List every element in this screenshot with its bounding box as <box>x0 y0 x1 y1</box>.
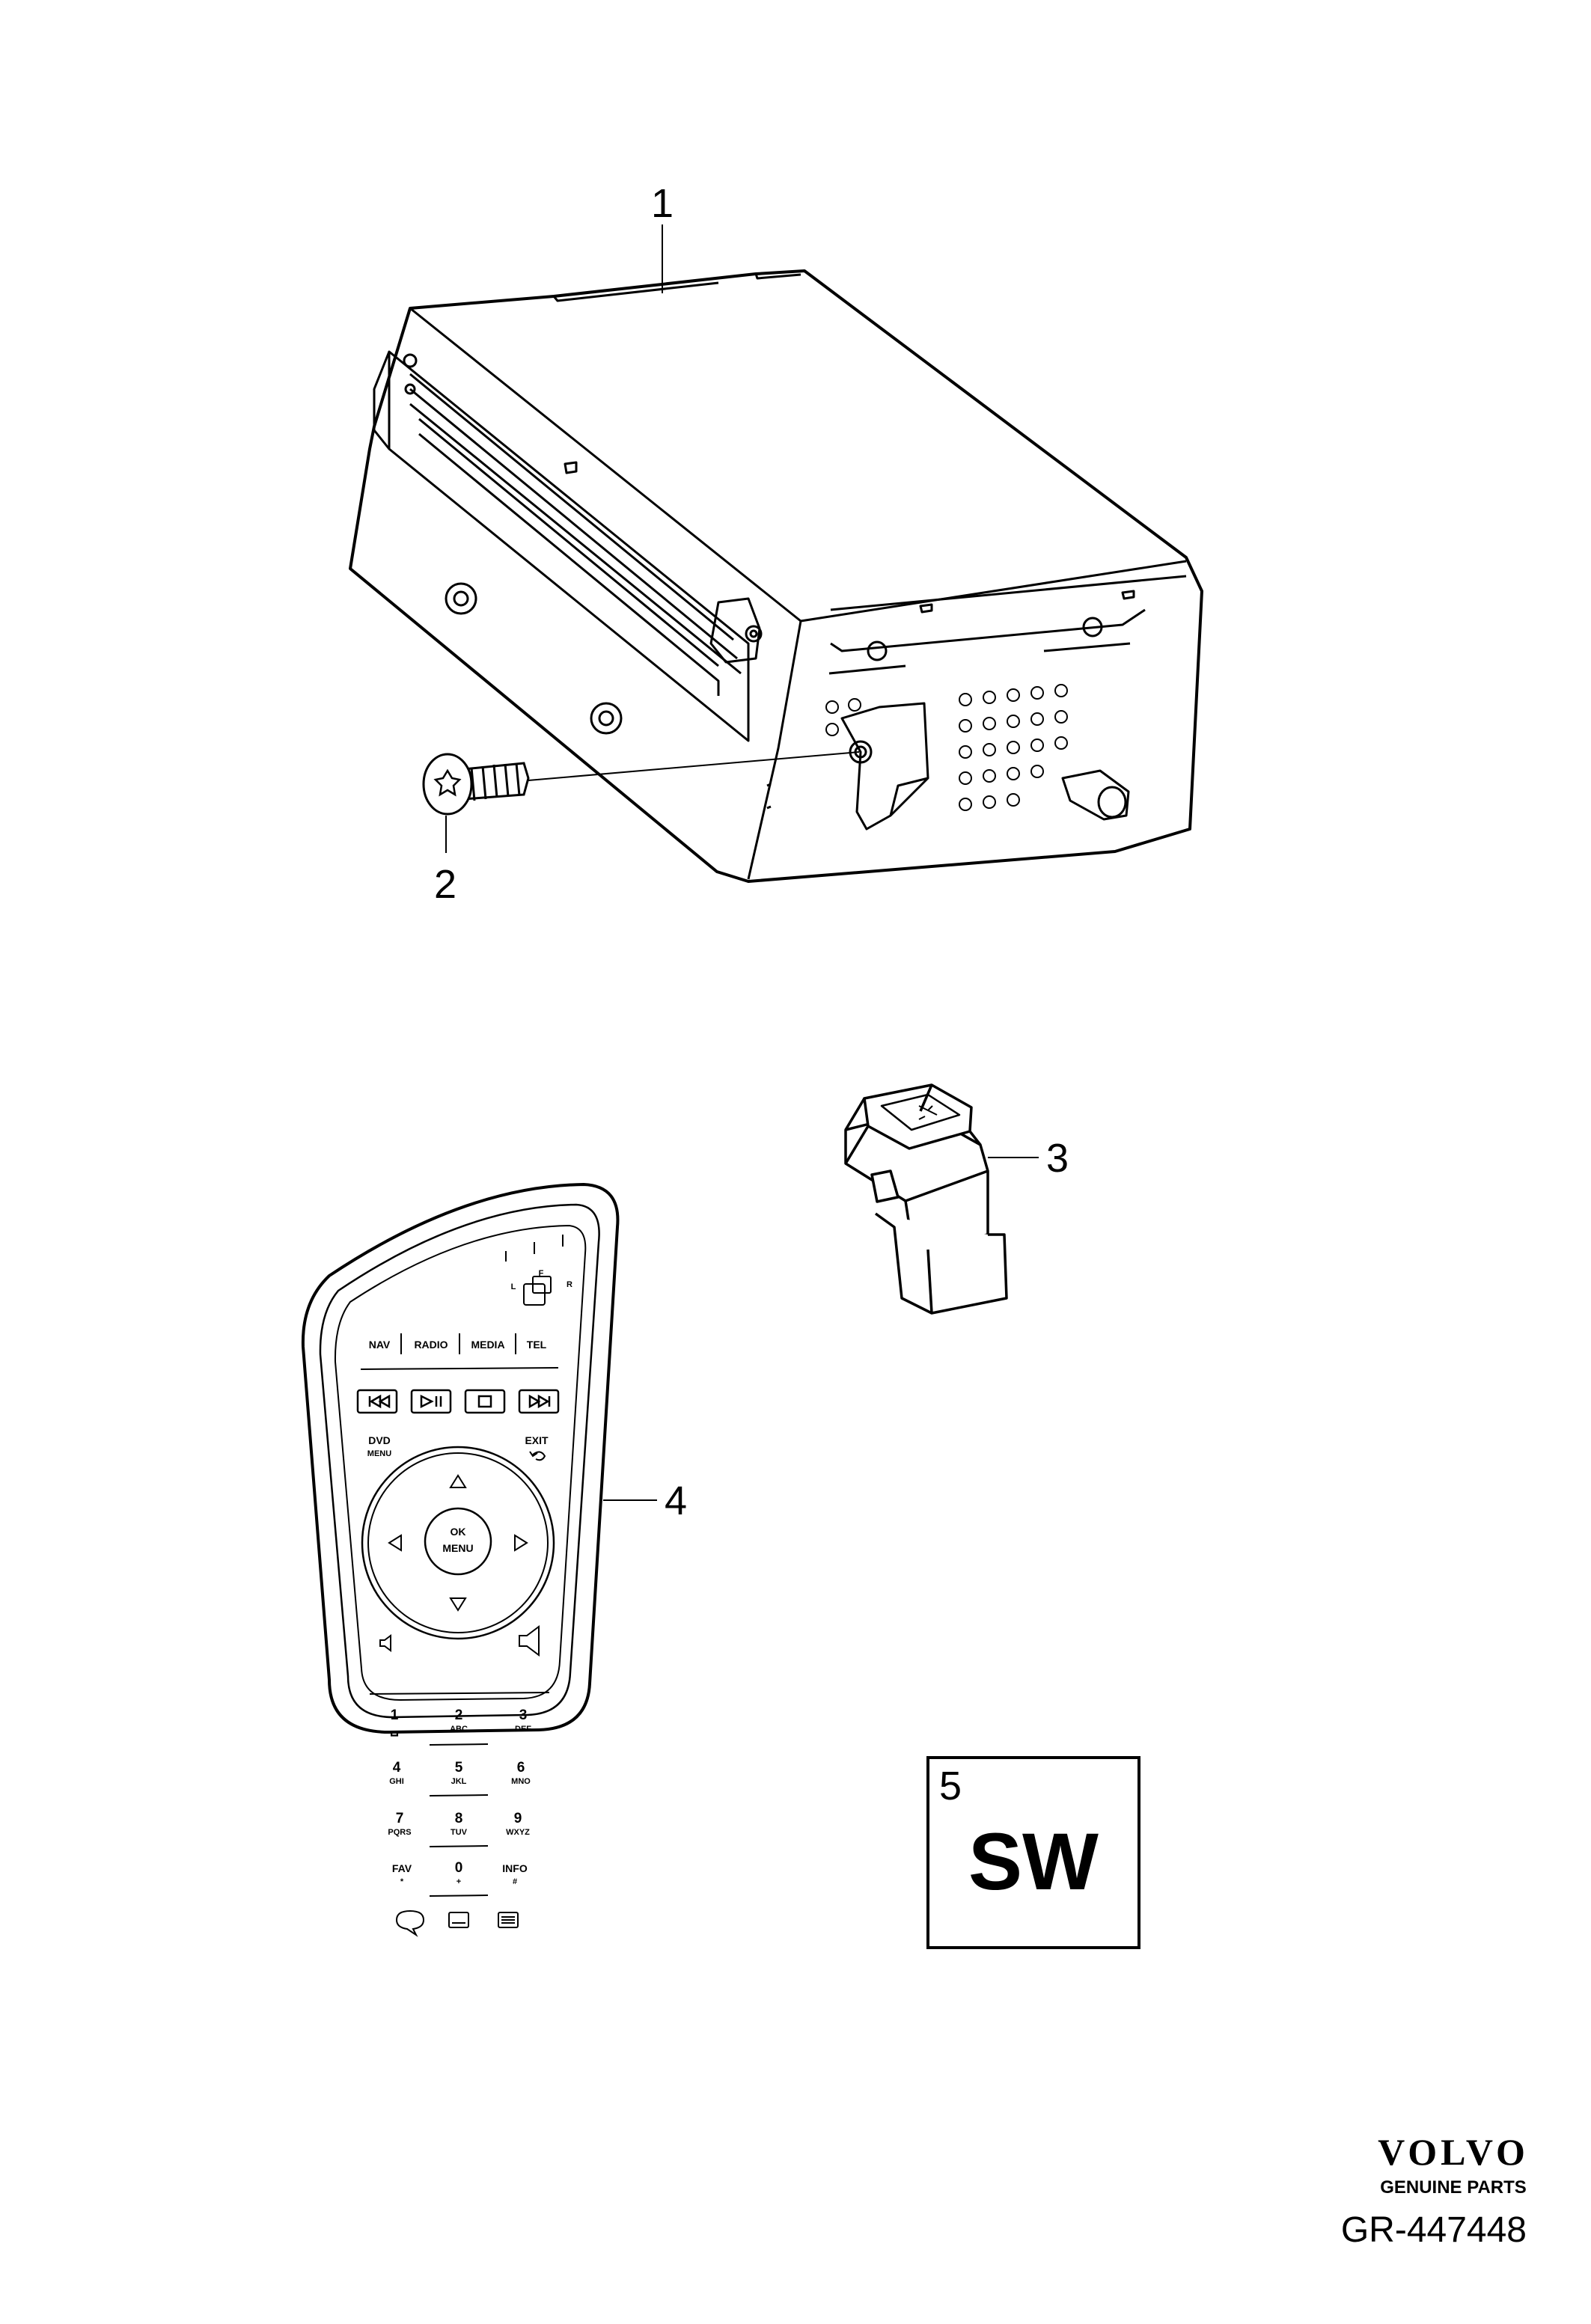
key-2-sub: ABC <box>450 1725 468 1734</box>
remote-keypad-divider <box>369 1692 550 1695</box>
remote-keypad-face <box>334 1224 587 1701</box>
arrow-right-icon <box>514 1534 528 1552</box>
next-track-button[interactable] <box>518 1389 560 1414</box>
back-arrow-icon <box>529 1451 546 1461</box>
mode-button-nav[interactable]: NAV <box>369 1339 391 1351</box>
callout-3: 3 <box>1046 1136 1069 1181</box>
key-3[interactable]: 3 <box>519 1707 528 1723</box>
arrow-up-icon <box>449 1474 467 1488</box>
key-8[interactable]: 8 <box>455 1811 463 1826</box>
key-1[interactable]: 1 <box>391 1707 399 1723</box>
screw-part-2 <box>422 753 530 816</box>
play-pause-button[interactable] <box>410 1389 452 1414</box>
callout-2: 2 <box>434 862 456 907</box>
remote-label-right: R <box>567 1280 572 1289</box>
next-icon <box>528 1394 551 1409</box>
software-label: SW <box>968 1816 1099 1906</box>
callout-4: 4 <box>665 1479 687 1523</box>
key-5-sub: JKL <box>451 1777 467 1786</box>
key-0-sub: + <box>456 1877 461 1886</box>
ok-label: OK <box>451 1526 466 1538</box>
exit-button[interactable]: EXIT <box>525 1434 549 1446</box>
mode-button-media[interactable]: MEDIA <box>471 1339 504 1351</box>
mode-button-row: NAV RADIO MEDIA TEL <box>369 1333 547 1354</box>
key-1-sub: ␣ <box>390 1721 399 1737</box>
software-box-part-5: 5 SW <box>926 1756 1140 1949</box>
previous-track-button[interactable] <box>356 1389 398 1414</box>
key-4[interactable]: 4 <box>393 1760 401 1776</box>
key-7-sub: PQRS <box>388 1828 411 1837</box>
voice-control-button[interactable] <box>395 1909 425 1937</box>
ok-menu-label: MENU <box>442 1542 473 1554</box>
previous-icon <box>368 1394 391 1409</box>
genuine-parts-text: GENUINE PARTS <box>1380 2177 1527 2198</box>
speaker-large-icon <box>519 1625 540 1657</box>
speaker-small-icon <box>379 1634 391 1652</box>
key-info[interactable]: INFO <box>502 1862 528 1874</box>
remote-inner-bezel <box>319 1203 600 1719</box>
ok-menu-button <box>424 1507 492 1576</box>
transport-button-row <box>356 1389 560 1414</box>
key-fav-sub: * <box>400 1877 404 1886</box>
callout-1: 1 <box>651 181 674 226</box>
orientation-icon <box>523 1276 552 1306</box>
key-6-sub: MNO <box>511 1777 531 1786</box>
key-4-sub: GHI <box>389 1777 404 1786</box>
stop-button[interactable] <box>464 1389 506 1414</box>
head-unit-part-1 <box>349 269 1203 883</box>
text-info-button[interactable] <box>498 1912 519 1928</box>
screw-leader-line <box>528 751 860 781</box>
mode-button-radio[interactable]: RADIO <box>414 1339 448 1351</box>
remote-outer-body <box>301 1182 620 1734</box>
key-9-sub: WXYZ <box>506 1828 530 1837</box>
key-9[interactable]: 9 <box>514 1811 522 1826</box>
key-7[interactable]: 7 <box>396 1811 404 1826</box>
arrow-left-icon <box>388 1534 402 1552</box>
key-0[interactable]: 0 <box>455 1860 463 1876</box>
key-info-sub: # <box>513 1877 517 1886</box>
stop-icon <box>477 1395 492 1408</box>
subtitle-button[interactable] <box>448 1912 469 1928</box>
key-fav[interactable]: FAV <box>392 1862 412 1874</box>
callout-5: 5 <box>939 1764 962 1808</box>
usb-socket-part-3 <box>844 1083 1008 1315</box>
key-8-sub: TUV <box>451 1828 468 1837</box>
key-6[interactable]: 6 <box>517 1760 525 1776</box>
subtitle-icon <box>448 1912 469 1928</box>
key-5[interactable]: 5 <box>455 1760 463 1776</box>
text-info-icon <box>498 1912 519 1928</box>
mode-button-tel[interactable]: TEL <box>527 1339 547 1351</box>
speech-bubble-icon <box>395 1909 425 1937</box>
key-3-sub: DEF <box>515 1725 531 1734</box>
remote-divider <box>360 1367 559 1370</box>
remote-label-left: L <box>511 1282 516 1291</box>
remote-label-front: F <box>539 1269 544 1278</box>
navigation-ring[interactable] <box>361 1446 555 1640</box>
volume-down-button[interactable] <box>379 1634 391 1652</box>
dvd-menu-sublabel: MENU <box>367 1449 391 1458</box>
numeric-keypad: 1 ␣ 2 ABC 3 DEF 4 GHI 5 JKL 6 MNO 7 PQRS… <box>388 1707 531 1897</box>
dvd-menu-button[interactable]: DVD <box>368 1434 391 1446</box>
remote-control-part-4: L F R NAV RADIO MEDIA TEL <box>301 1182 620 1937</box>
volvo-logo-text: VOLVO <box>1378 2131 1529 2173</box>
arrow-down-icon <box>449 1597 467 1612</box>
play-pause-icon <box>420 1394 442 1409</box>
volume-up-button[interactable] <box>519 1625 540 1657</box>
diagram-reference-number: GR-447448 <box>1341 2210 1527 2250</box>
key-2[interactable]: 2 <box>455 1707 463 1723</box>
